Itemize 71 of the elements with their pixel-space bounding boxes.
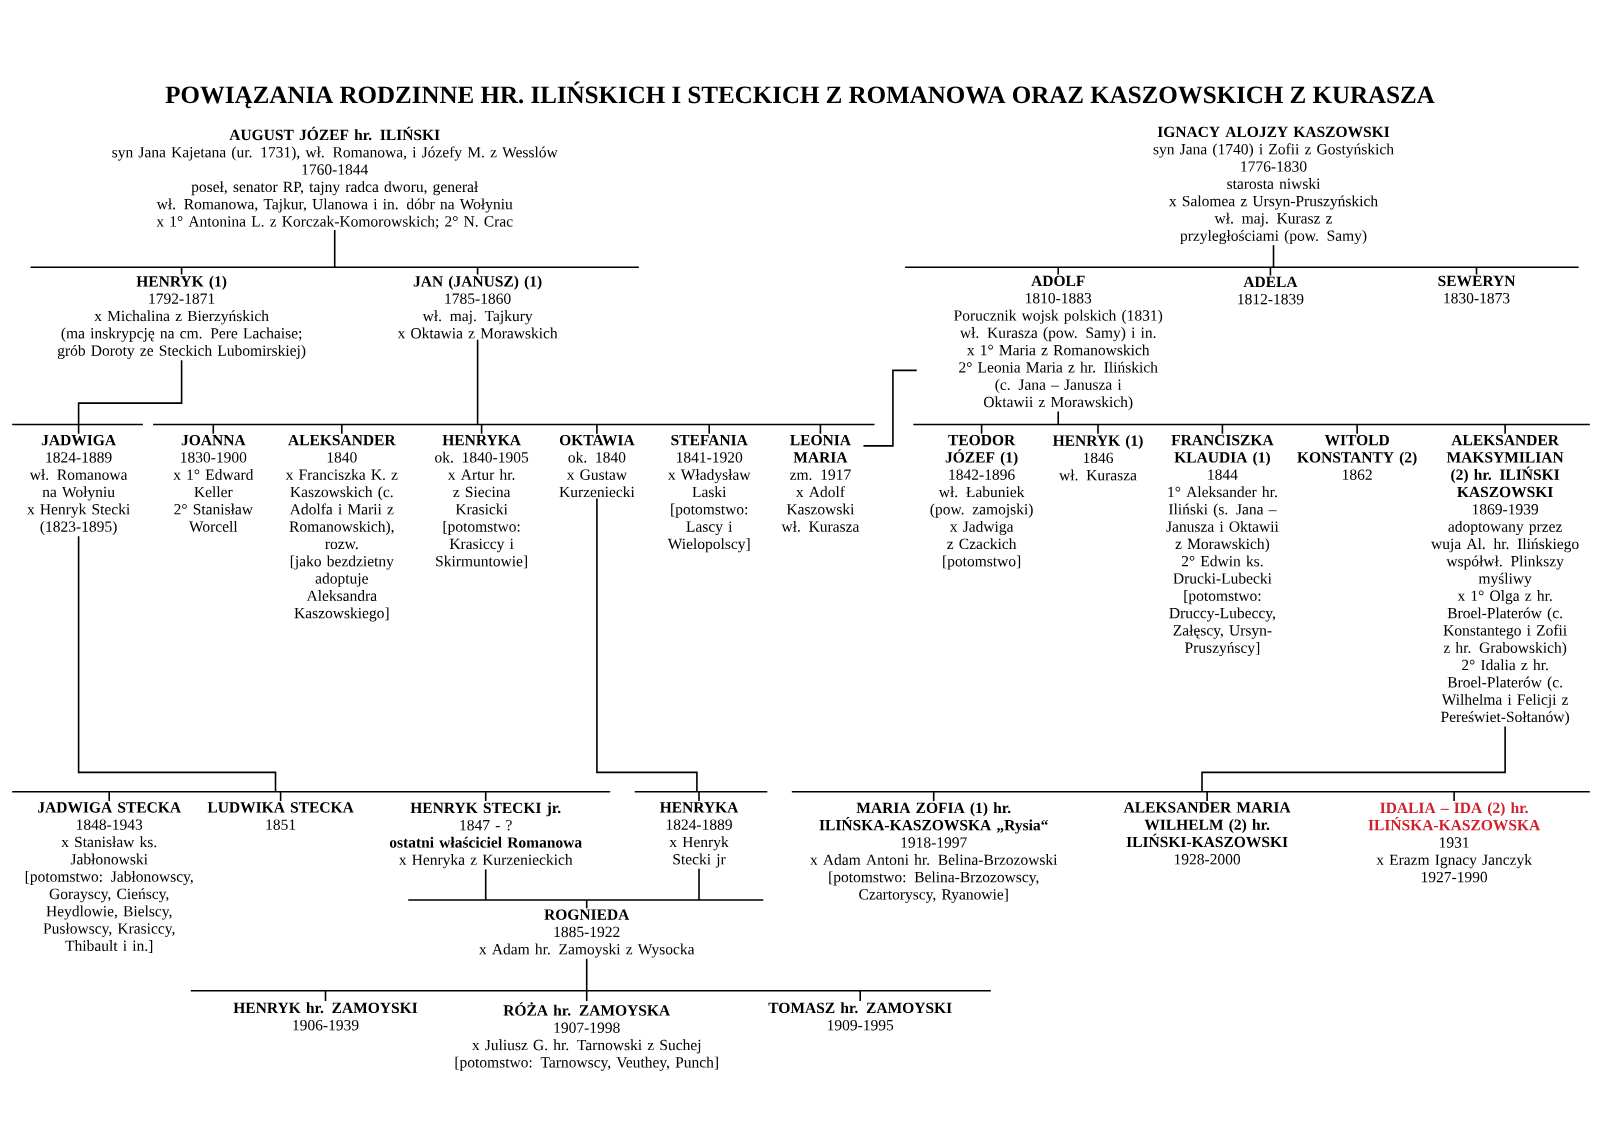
family-line xyxy=(980,423,983,435)
family-line xyxy=(190,958,992,992)
family-line xyxy=(859,990,861,1002)
person-entry: HENRYKA ok. 1840-1905 x Artur hr. z Siecina Krasicki [potomstwo: Krasiccy i Skirmuntowie] xyxy=(435,434,529,569)
person-entry: IDALIA – IDA (2) hr. ILIŃSKA-KASZOWSKA 1931 x Erazm Ignacy Janczyk 1927-1990 xyxy=(1368,802,1541,883)
family-line xyxy=(11,535,611,793)
person-entry: HENRYK (1) 1792-1871 x Michalina z Bierzyńskich (ma inskrypcję na cm. Pere Lachaise; grób Doroty ze Steckich Lubomirskiej) xyxy=(57,275,306,359)
person-entry: TOMASZ hr. ZAMOYSKI 1909-1995 xyxy=(768,1002,952,1031)
family-line xyxy=(108,791,110,802)
family-line xyxy=(1453,791,1455,802)
person-entry: HENRYK (1) 1846 wł. Kurasza xyxy=(1052,434,1143,481)
family-line xyxy=(1221,423,1224,435)
person-entry: ROGNIEDA 1885-1922 x Adam hr. Zamoyski z Wysocka xyxy=(479,909,695,958)
family-line xyxy=(152,338,876,426)
family-line xyxy=(904,244,1580,269)
family-line xyxy=(819,423,822,435)
person-entry: JAN (JANUSZ) (1) 1785-1860 wł. maj. Tajkury x Oktawia z Morawskich xyxy=(397,275,558,339)
person-entry: JADWIGA 1824-1889 wł. Romanowa na Wołyniu x Henryk Stecki (1823-1895) xyxy=(27,434,130,535)
person-entry: AUGUST JÓZEF hr. ILIŃSKI syn Jana Kajetana (ur. 1731), wł. Romanowa, i Józefy M. z Wesslów 1760-1844 poseł, senator RP, tajny radca dworu, generał wł. Romanowa, Tajkur, Ulanowa i in. dóbr na Wołyniu x 1° Antonina L. z Korczak-Komorowskich; 2° N. Crac xyxy=(112,126,558,229)
person-entry: IGNACY ALOJZY KASZOWSKI syn Jana (1740) i Zofii z Gostyńskich 1776-1830 starosta niwski x Salomea z Ursyn-Pruszyńskich wł. maj. Kurasz z przyległościami (pow. Samy) xyxy=(1153,126,1394,245)
person-entry: JOANNA 1830-1900 x 1° Edward Keller 2° Stanisław Worcell xyxy=(173,434,254,532)
person-entry: ADELA 1812-1839 xyxy=(1238,276,1304,305)
person-entry: LEONIA MARIA zm. 1917 x Adolf Kaszowski wł. Kurasza xyxy=(781,434,860,532)
family-line xyxy=(596,497,769,793)
family-line xyxy=(932,791,935,802)
family-line xyxy=(324,990,327,1002)
family-line xyxy=(484,791,487,802)
title: POWIĄZANIA RODZINNE HR. ILIŃSKICH I STECKICH Z ROMANOWA ORAZ KASZOWSKICH Z KURASZA xyxy=(165,81,1435,109)
person-entry: HENRYK STECKI jr. 1847 - ? ostatni właściciel Romanowa x Henryka z Kurzenieckich xyxy=(389,802,582,869)
family-line xyxy=(1097,423,1099,435)
family-line xyxy=(596,423,598,435)
family-line xyxy=(407,899,765,909)
family-line xyxy=(1504,423,1506,435)
family-line xyxy=(698,791,700,802)
family-line xyxy=(791,725,1591,793)
family-line xyxy=(1057,266,1059,276)
family-line xyxy=(862,369,918,447)
person-entry: WITOLD KONSTANTY (2) 1862 xyxy=(1297,434,1417,480)
family-line xyxy=(476,266,479,276)
person-entry: HENRYKA 1824-1889 x Henryk Stecki jr xyxy=(659,802,739,868)
family-line xyxy=(484,868,487,901)
person-entry: JADWIGA STECKA 1848-1943 x Stanisław ks. Jabłonowski [potomstwo: Jabłonowscy, Gorayscy, Cieńscy, Heydlowie, Bielscy, Pusłowscy, Krasiccy, Thibault i in.] xyxy=(25,802,193,953)
family-line xyxy=(1206,791,1208,802)
person-entry: ADOLF 1810-1883 Porucznik wojsk polskich (1831) wł. Kurasza (pow. Samy) i in. x 1° Maria z Romanowskich 2° Leonia Maria z hr. Ilińskich (c. Jana – Janusza i Oktawii z Morawskich) xyxy=(954,275,1163,411)
person-entry: SEWERYN 1830-1873 xyxy=(1438,275,1516,304)
family-line xyxy=(585,990,588,1002)
family-line xyxy=(180,266,183,276)
family-line xyxy=(29,229,640,269)
family-line xyxy=(212,423,215,435)
family-line xyxy=(1356,423,1358,435)
person-entry: LUDWIKA STECKA 1851 xyxy=(207,802,354,830)
family-line xyxy=(77,423,80,435)
family-line xyxy=(480,423,483,435)
family-line xyxy=(912,410,1591,426)
family-line xyxy=(698,868,700,901)
person-entry: ALEKSANDER MAKSYMILIAN (2) hr. ILIŃSKI KASZOWSKI 1869-1939 adoptowany przez wuja Al. hr. Ilińskiego współwł. Plinkszy myśliwy x 1° Olga z hr. Broel-Platerów (c. Konstantego i Zofii z hr. Grabowskich) 2° Idalia z hr. Broel-Platerów (c. Wilhelma i Felicji z Pereświet-Sołtanów) xyxy=(1431,434,1579,726)
person-entry: HENRYK hr. ZAMOYSKI 1906-1939 xyxy=(233,1002,418,1031)
person-entry: ALEKSANDER 1840 x Franciszka K. z Kaszowskich (c. Adolfa i Marii z Romanowskich), rozw. [jako bezdzietny adoptuje Aleksandra Kaszowskiego] xyxy=(285,434,398,622)
person-entry: ALEKSANDER MARIA WILHELM (2) hr. ILIŃSKI-KASZOWSKI 1928-2000 xyxy=(1123,802,1291,865)
family-line xyxy=(1475,266,1478,276)
person-entry: FRANCISZKA KLAUDIA (1) 1844 1° Aleksander hr. Iliński (s. Jana – Janusza i Oktawii z Morawskich) 2° Edwin ks. Drucki-Lubecki [potomstwo: Druccy-Lubeccy, Załęscy, Ursyn-Pruszyńscy] xyxy=(1166,434,1279,657)
family-line xyxy=(341,423,343,435)
person-entry: TEODOR JÓZEF (1) 1842-1896 wł. Łabuniek (pow. zamojski) x Jadwiga z Czackich [potomstwo] xyxy=(930,434,1033,570)
person-entry: OKTAWIA ok. 1840 x Gustaw Kurzeniecki xyxy=(559,434,635,498)
person-entry: RÓŻA hr. ZAMOYSKA 1907-1998 x Juliusz G. hr. Tarnowski z Suchej [potomstwo: Tarnowscy, Veuthey, Punch] xyxy=(455,1002,718,1071)
person-entry: STEFANIA 1841-1920 x Władysław Laski [potomstwo: Lascy i Wielopolscy] xyxy=(667,434,751,553)
person-entry: MARIA ZOFIA (1) hr. ILIŃSKA-KASZOWSKA „Rysia“ 1918-1997 x Adam Antoni hr. Belina-Brzozowski [potomstwo: Belina-Brzozowscy, Czartoryscy, Ryanowie] xyxy=(810,802,1058,903)
family-line xyxy=(279,791,282,802)
family-line xyxy=(11,359,183,426)
family-line xyxy=(708,423,710,435)
family-line xyxy=(1269,266,1272,277)
